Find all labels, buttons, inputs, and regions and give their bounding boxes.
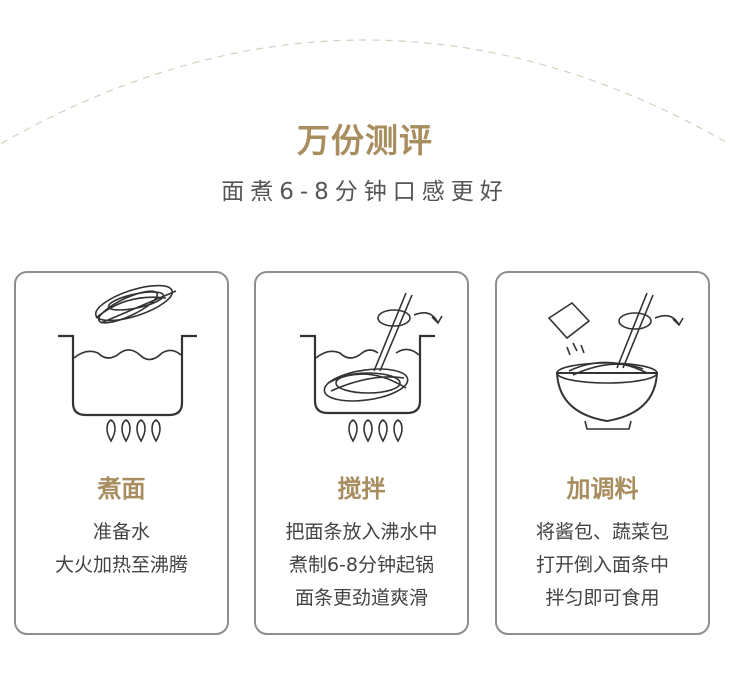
step-line: 把面条放入沸水中: [285, 521, 438, 543]
bowl-seasoning-icon: [547, 292, 684, 430]
page-subtitle: 面煮6-8分钟口感更好: [221, 179, 509, 205]
step-line: 准备水: [92, 521, 150, 543]
step-card-season: 加调料 将酱包、蔬菜包 打开倒入面条中 拌匀即可食用: [495, 271, 710, 635]
step-line: 拌匀即可食用: [545, 587, 660, 609]
step-title: 搅拌: [337, 475, 386, 503]
step-line: 将酱包、蔬菜包: [535, 521, 669, 543]
step-description: 把面条放入沸水中 煮制6-8分钟起锅 面条更劲道爽滑: [256, 516, 467, 615]
step-card-boil: 煮面 准备水 大火加热至沸腾: [14, 271, 229, 635]
step-line: 煮制6-8分钟起锅: [288, 554, 435, 576]
pot-boiling-icon: [58, 284, 197, 443]
page-title: 万份测评: [297, 121, 433, 160]
step-title: 加调料: [566, 475, 639, 503]
step-line: 大火加热至沸腾: [54, 554, 188, 576]
pot-stirring-icon: [300, 292, 443, 443]
step-card-stir: 搅拌 把面条放入沸水中 煮制6-8分钟起锅 面条更劲道爽滑: [254, 271, 469, 635]
step-title: 煮面: [97, 475, 146, 503]
step-description: 准备水 大火加热至沸腾: [16, 516, 227, 582]
step-line: 面条更劲道爽滑: [294, 587, 428, 609]
step-description: 将酱包、蔬菜包 打开倒入面条中 拌匀即可食用: [497, 516, 708, 615]
step-line: 打开倒入面条中: [535, 554, 669, 576]
decorative-dashed-arc: [0, 39, 730, 146]
